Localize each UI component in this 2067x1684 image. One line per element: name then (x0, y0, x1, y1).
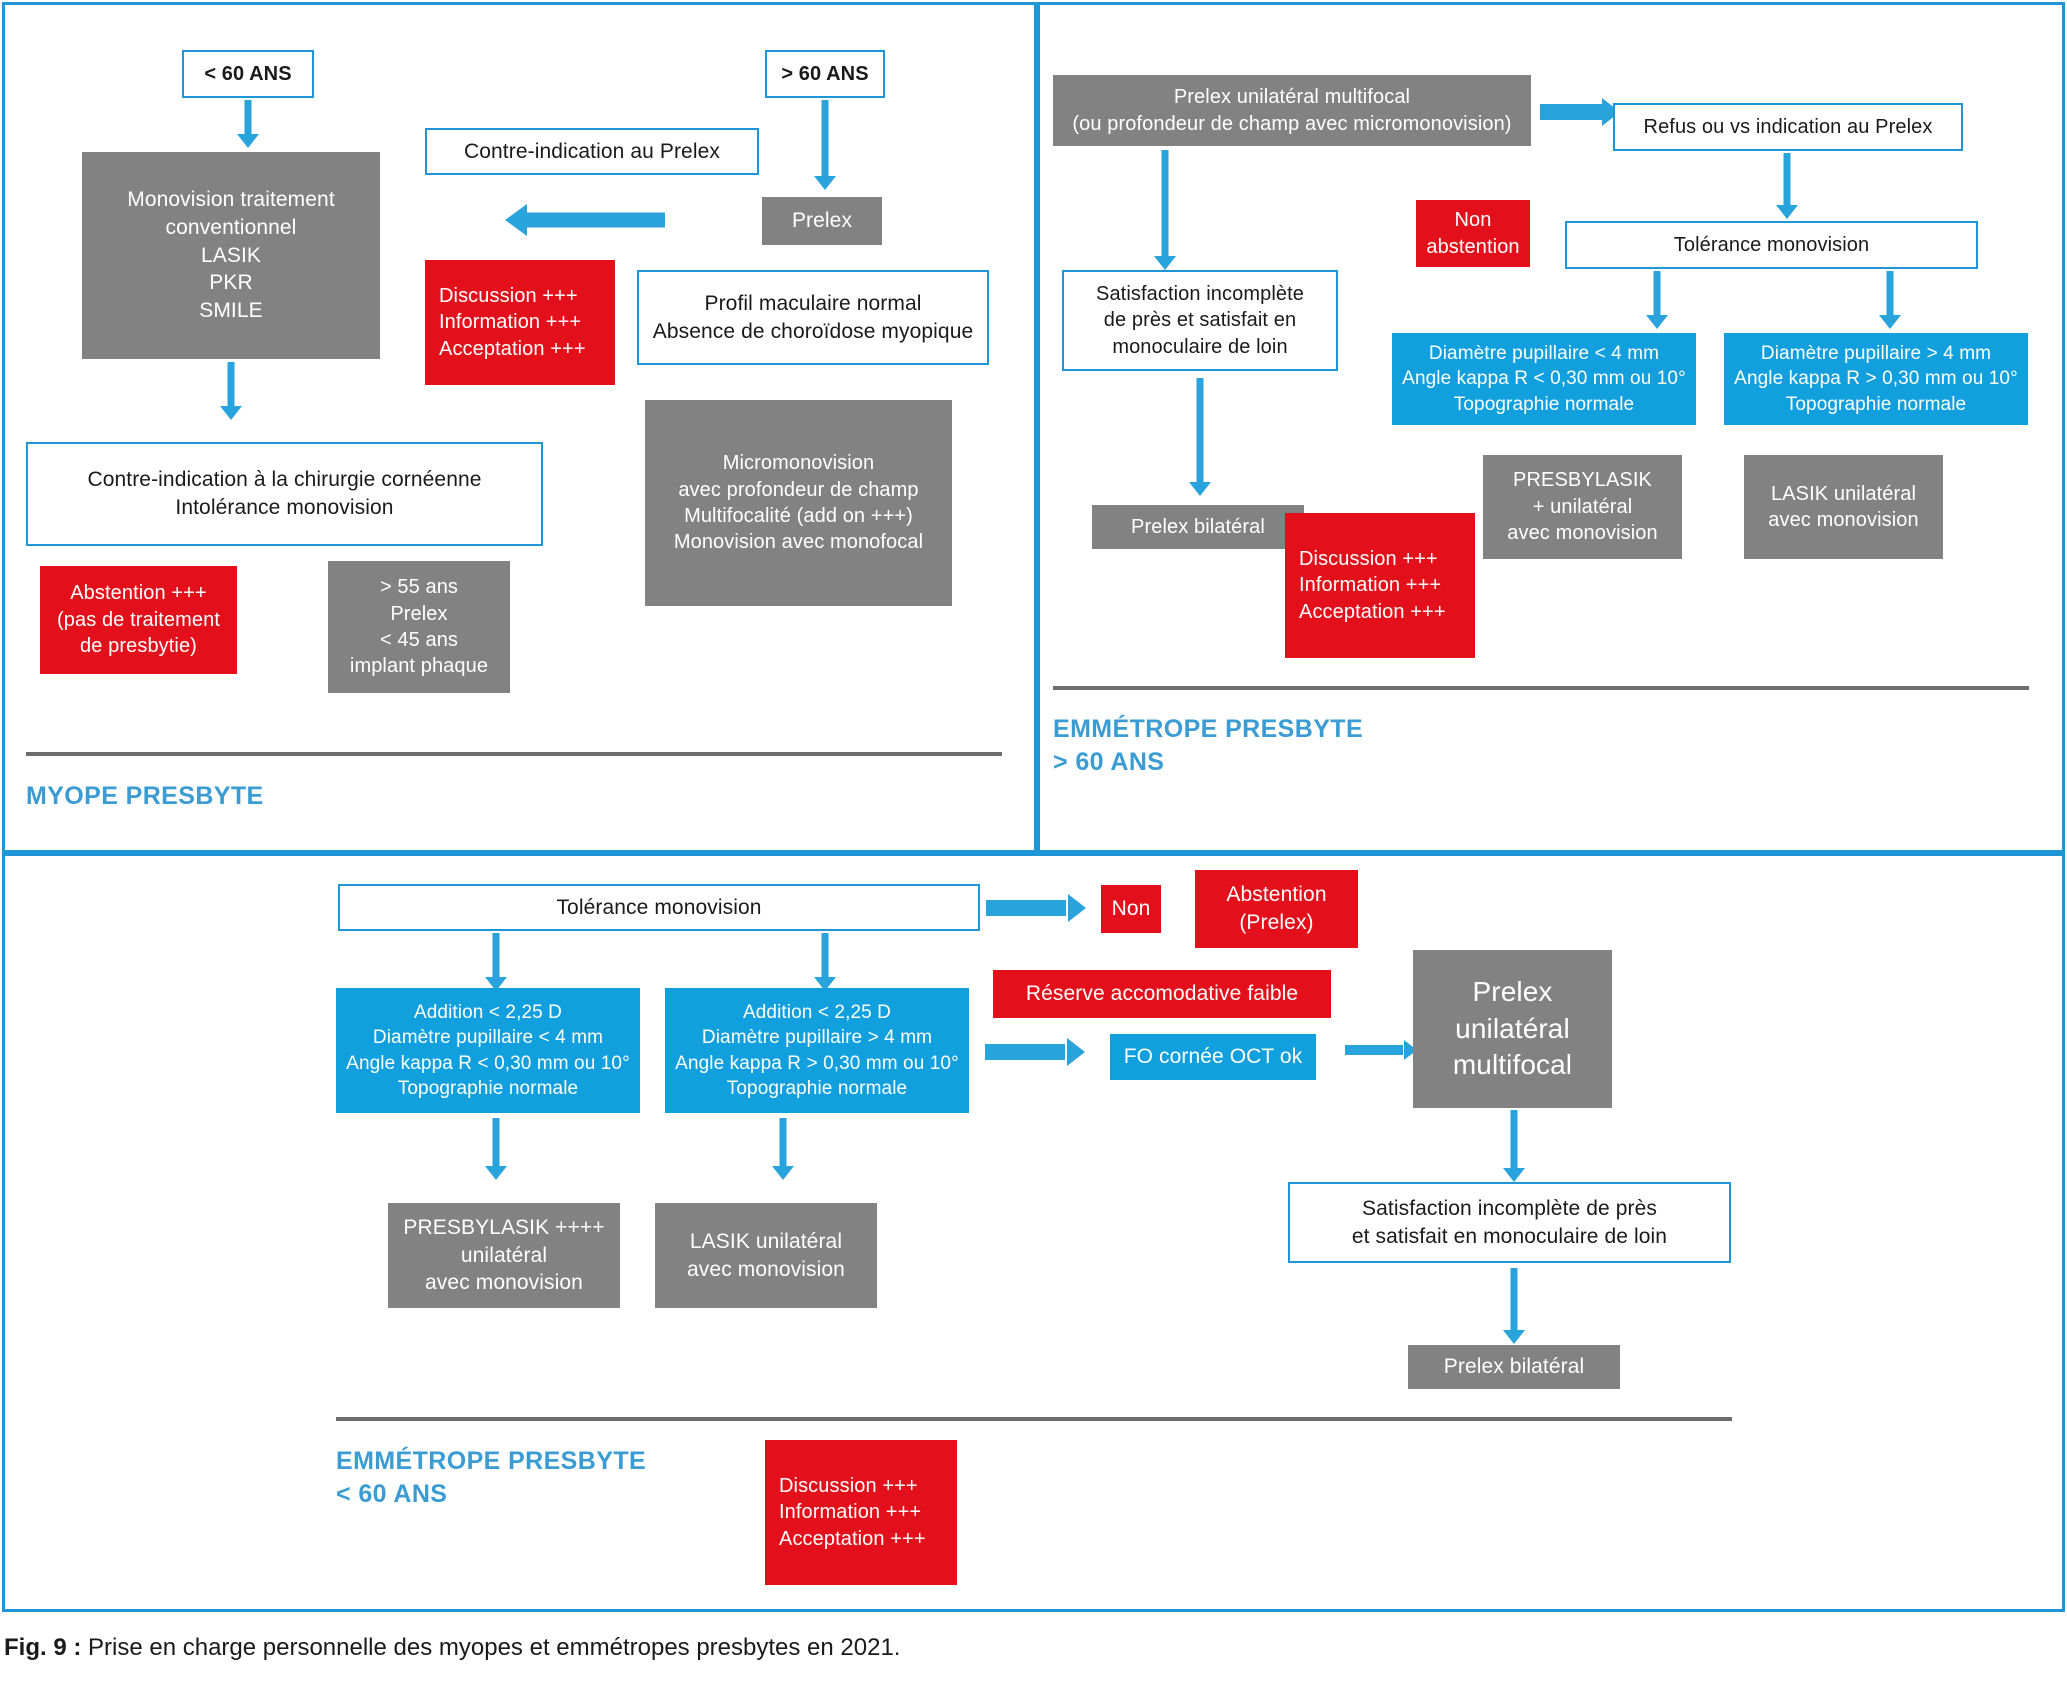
node-criteria-pupille-sup-4mm-under60: Addition < 2,25 D Diamètre pupillaire > … (665, 988, 969, 1113)
node-prelex-bilateral-under60: Prelex bilatéral (1408, 1345, 1620, 1389)
arrow-tolerance-to-criteria-large-under60 (812, 933, 838, 991)
rule-emmetrope-under60 (336, 1417, 1732, 1421)
node-tolerance-monovision-under60: Tolérance monovision (338, 884, 980, 931)
arrow-tolerance-to-criteria-small-under60 (483, 933, 509, 991)
node-criteria-pupille-inf-4mm-over60: Diamètre pupillaire < 4 mm Angle kappa R… (1392, 333, 1696, 425)
node-prelex-unilateral-multifocal-over60: Prelex unilatéral multifocal (ou profond… (1053, 75, 1531, 146)
node-satisfaction-incomplete-under60: Satisfaction incomplète de près et satis… (1288, 1182, 1731, 1263)
panel-emmetrope-presbyte-under-60 (2, 853, 2065, 1612)
node-presbylasik-under60: PRESBYLASIK ++++ unilatéral avec monovis… (388, 1203, 620, 1308)
node-criteria-pupille-inf-4mm-under60: Addition < 2,25 D Diamètre pupillaire < … (336, 988, 640, 1113)
node-contre-indication-au-prelex: Contre-indication au Prelex (425, 128, 759, 175)
node-tolerance-monovision-over60: Tolérance monovision (1565, 221, 1978, 269)
node-micromonovision: Micromonovision avec profondeur de champ… (645, 400, 952, 606)
rule-myope (26, 752, 1002, 756)
arrow-tolerance-to-criteria-large (1878, 271, 1902, 329)
section-title-emmetrope-presbyte-over-60: EMMÉTROPE PRESBYTE > 60 ANS (1053, 715, 1364, 776)
node-abstention-presbytie: Abstention +++ (pas de traitement de pre… (40, 566, 237, 674)
arrow-satisfaction-to-prelex-bilateral-under60 (1499, 1268, 1529, 1344)
arrow-criteria-large-to-lasik (770, 1118, 796, 1180)
arrow-monovision-to-contre-indication (216, 362, 246, 420)
node-profil-maculaire-normal: Profil maculaire normal Absence de choro… (637, 270, 989, 365)
arrow-tolerance-to-criteria-small (1645, 271, 1669, 329)
arrow-to-prelex-unilateral-multifocal (1345, 1032, 1417, 1068)
arrow-prelex-multifocal-to-satisfaction (1499, 1110, 1529, 1182)
arrow-tolerance-to-non (986, 888, 1086, 928)
node-age-prelex-implant-phaque: > 55 ans Prelex < 45 ans implant phaque (328, 561, 510, 693)
node-non: Non (1101, 885, 1161, 933)
node-monovision-traitement-conventionnel: Monovision traitement conventionnel LASI… (82, 152, 380, 359)
arrow-over60-to-prelex (810, 100, 840, 190)
node-discussion-information-acceptation-over60: Discussion +++ Information +++ Acceptati… (1285, 513, 1475, 658)
arrow-criteria-small-to-presbylasik (483, 1118, 509, 1180)
rule-emmetrope-over60 (1053, 686, 2029, 690)
node-prelex-bilateral-over60: Prelex bilatéral (1092, 505, 1304, 549)
section-title-myope-presbyte: MYOPE PRESBYTE (26, 782, 264, 810)
section-title-emmetrope-presbyte-under-60: EMMÉTROPE PRESBYTE < 60 ANS (336, 1447, 647, 1508)
arrow-refus-to-tolerance (1772, 153, 1802, 219)
node-presbylasik-over60: PRESBYLASIK + unilatéral avec monovision (1483, 455, 1682, 559)
node-contre-indication-chirurgie-corneenne: Contre-indication à la chirurgie cornéen… (26, 442, 543, 546)
node-fo-cornee-oct-ok: FO cornée OCT ok (1110, 1034, 1316, 1080)
node-abstention-prelex: Abstention (Prelex) (1195, 870, 1358, 948)
node-lasik-unilateral-under60: LASIK unilatéral avec monovision (655, 1203, 877, 1308)
node-discussion-information-acceptation-myope: Discussion +++ Information +++ Acceptati… (425, 260, 615, 385)
node-prelex-unilateral-multifocal-under60: Prelex unilatéral multifocal (1413, 950, 1612, 1108)
arrow-under60-to-monovision (233, 100, 263, 148)
figure-caption-lead: Fig. 9 : (4, 1634, 82, 1661)
node-over-60-ans: > 60 ANS (765, 50, 885, 98)
arrow-prelex-to-satisfaction-over60 (1150, 150, 1180, 270)
node-refus-indication-prelex: Refus ou vs indication au Prelex (1613, 103, 1963, 151)
figure-caption: Fig. 9 : Prise en charge personnelle des… (4, 1634, 900, 1662)
node-under-60-ans: < 60 ANS (182, 50, 314, 98)
figure-caption-text: Prise en charge personnelle des myopes e… (81, 1634, 901, 1661)
node-non-abstention: Non abstention (1416, 200, 1530, 267)
node-prelex: Prelex (762, 197, 882, 245)
node-discussion-information-acceptation-under60: Discussion +++ Information +++ Acceptati… (765, 1440, 957, 1585)
node-lasik-unilateral-over60: LASIK unilatéral avec monovision (1744, 455, 1943, 559)
node-reserve-accomodative-faible: Réserve accomodative faible (993, 970, 1331, 1018)
arrow-prelex-to-refus (1540, 92, 1620, 132)
node-satisfaction-incomplete-over60: Satisfaction incomplète de près et satis… (1062, 270, 1338, 371)
node-criteria-pupille-sup-4mm-over60: Diamètre pupillaire > 4 mm Angle kappa R… (1724, 333, 2028, 425)
arrow-prelex-to-contre-indication (505, 200, 665, 240)
arrow-to-fo-cornee (985, 1032, 1085, 1072)
arrow-satisfaction-to-prelex-bilateral-over60 (1185, 378, 1215, 496)
